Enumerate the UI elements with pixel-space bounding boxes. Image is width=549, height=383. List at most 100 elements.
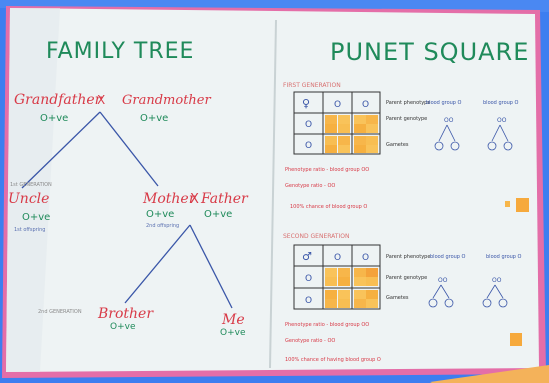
sticky-note xyxy=(338,299,350,308)
family-tree-title: FAMILY TREE xyxy=(46,39,194,64)
second-generation-label: 2nd GENERATION xyxy=(38,309,82,315)
parent-phenotype-label: Parent phenotype xyxy=(386,254,430,260)
sticky-note xyxy=(354,136,366,145)
sticky-note xyxy=(366,290,378,299)
sticky-note xyxy=(366,145,378,153)
uncle-label: Uncle xyxy=(8,191,49,207)
blood-group-o-label: blood group O xyxy=(430,254,466,260)
sticky-note xyxy=(338,124,350,133)
sticky-note xyxy=(325,145,337,153)
sticky-note xyxy=(325,115,337,124)
sticky-note xyxy=(338,290,350,299)
uncle-note: 1st offspring xyxy=(14,227,45,233)
sticky-note xyxy=(366,115,378,124)
punnett-grid-2 xyxy=(293,244,381,310)
sticky-note xyxy=(354,145,366,153)
sticky-note xyxy=(338,145,350,153)
sticky-note xyxy=(366,124,378,133)
chance-2: 100% chance of having blood group O xyxy=(285,357,381,363)
sticky-note xyxy=(354,277,366,286)
allele-o: O xyxy=(305,141,312,151)
allele-o: O xyxy=(334,253,341,263)
cross-symbol-1: X xyxy=(97,93,105,107)
me-blood: O+ve xyxy=(220,328,246,338)
gamete-diagram-2 xyxy=(428,284,508,308)
sticky-note xyxy=(354,115,366,124)
sticky-note xyxy=(516,198,529,212)
sticky-note xyxy=(354,299,366,308)
tree-line-right-1 xyxy=(99,111,159,187)
gametes-label: Gametes xyxy=(386,295,409,301)
allele-o: O xyxy=(362,253,369,263)
male-symbol: ♂ xyxy=(302,250,312,263)
sticky-note xyxy=(366,277,378,286)
sticky-note xyxy=(325,124,337,133)
sticky-note xyxy=(325,290,337,299)
tree-line-right-2 xyxy=(189,224,233,309)
grandfather-blood: O+ve xyxy=(40,113,68,124)
second-generation-heading: SECOND GENERATION xyxy=(283,233,349,240)
oo-genotype: OO xyxy=(492,277,502,284)
oo-genotype: OO xyxy=(438,277,448,284)
sticky-note xyxy=(505,201,510,207)
allele-o: O xyxy=(305,274,312,284)
sticky-note xyxy=(338,136,350,145)
allele-o: O xyxy=(362,100,369,110)
first-generation-heading: FIRST GENERATION xyxy=(283,82,341,89)
sticky-note xyxy=(338,268,350,277)
punnett-title: PUNET SQUARE xyxy=(330,38,529,66)
first-generation-label: 1st GENERATION xyxy=(10,182,52,188)
gamete-diagram-1 xyxy=(434,124,513,151)
blood-group-o-label: blood group O xyxy=(486,254,522,260)
mother-blood: O+ve xyxy=(146,209,174,220)
center-fold xyxy=(269,19,277,369)
chance-1: 100% chance of blood group O xyxy=(290,204,367,210)
sticky-note xyxy=(325,277,337,286)
grandfather-label: Grandfather xyxy=(14,92,103,108)
genotype-ratio-1: Genotype ratio - OO xyxy=(285,183,335,189)
father-blood: O+ve xyxy=(204,209,232,220)
sticky-note xyxy=(354,290,366,299)
mother-note: 2nd offspring xyxy=(146,223,179,229)
mother-label: Mother xyxy=(142,191,197,207)
grandmother-label: Grandmother xyxy=(122,93,211,108)
allele-o: O xyxy=(305,296,312,306)
sticky-note xyxy=(510,333,522,346)
oo-genotype: OO xyxy=(444,117,454,124)
oo-genotype: OO xyxy=(497,117,507,124)
parent-genotype-label: Parent genotype xyxy=(386,116,427,122)
allele-o: O xyxy=(334,100,341,110)
sticky-note xyxy=(325,136,337,145)
brother-blood: O+ve xyxy=(110,322,136,332)
uncle-blood: O+ve xyxy=(22,212,50,223)
allele-o: O xyxy=(305,120,312,130)
sticky-note xyxy=(366,136,378,145)
me-label: Me xyxy=(221,312,245,328)
sticky-note xyxy=(325,299,337,308)
genotype-ratio-2: Genotype ratio - OO xyxy=(285,338,335,344)
sticky-note xyxy=(338,277,350,286)
parent-phenotype-label: Parent phenotype xyxy=(386,100,430,106)
father-label: Father xyxy=(200,191,249,207)
tree-line-left-2 xyxy=(124,224,191,304)
brother-label: Brother xyxy=(97,306,154,322)
grandmother-blood: O+ve xyxy=(140,113,168,124)
phenotype-ratio-2: Phenotype ratio - blood group OO xyxy=(285,322,369,328)
sticky-note xyxy=(354,124,366,133)
blood-group-o-label: blood group O xyxy=(426,100,462,106)
sticky-note xyxy=(325,268,337,277)
female-symbol: ♀ xyxy=(302,97,310,110)
sticky-note xyxy=(366,299,378,308)
ruler xyxy=(430,365,549,383)
punnett-grid-1 xyxy=(293,91,381,155)
cross-symbol-2: X xyxy=(190,192,199,207)
phenotype-ratio-1: Phenotype ratio - blood group OO xyxy=(285,167,369,173)
sticky-note xyxy=(366,268,378,277)
sticky-note xyxy=(338,115,350,124)
sticky-note xyxy=(354,268,366,277)
gametes-label: Gametes xyxy=(386,142,409,148)
parent-genotype-label: Parent genotype xyxy=(386,275,427,281)
blood-group-o-label: blood group O xyxy=(483,100,519,106)
tree-line-left-1 xyxy=(21,111,101,189)
